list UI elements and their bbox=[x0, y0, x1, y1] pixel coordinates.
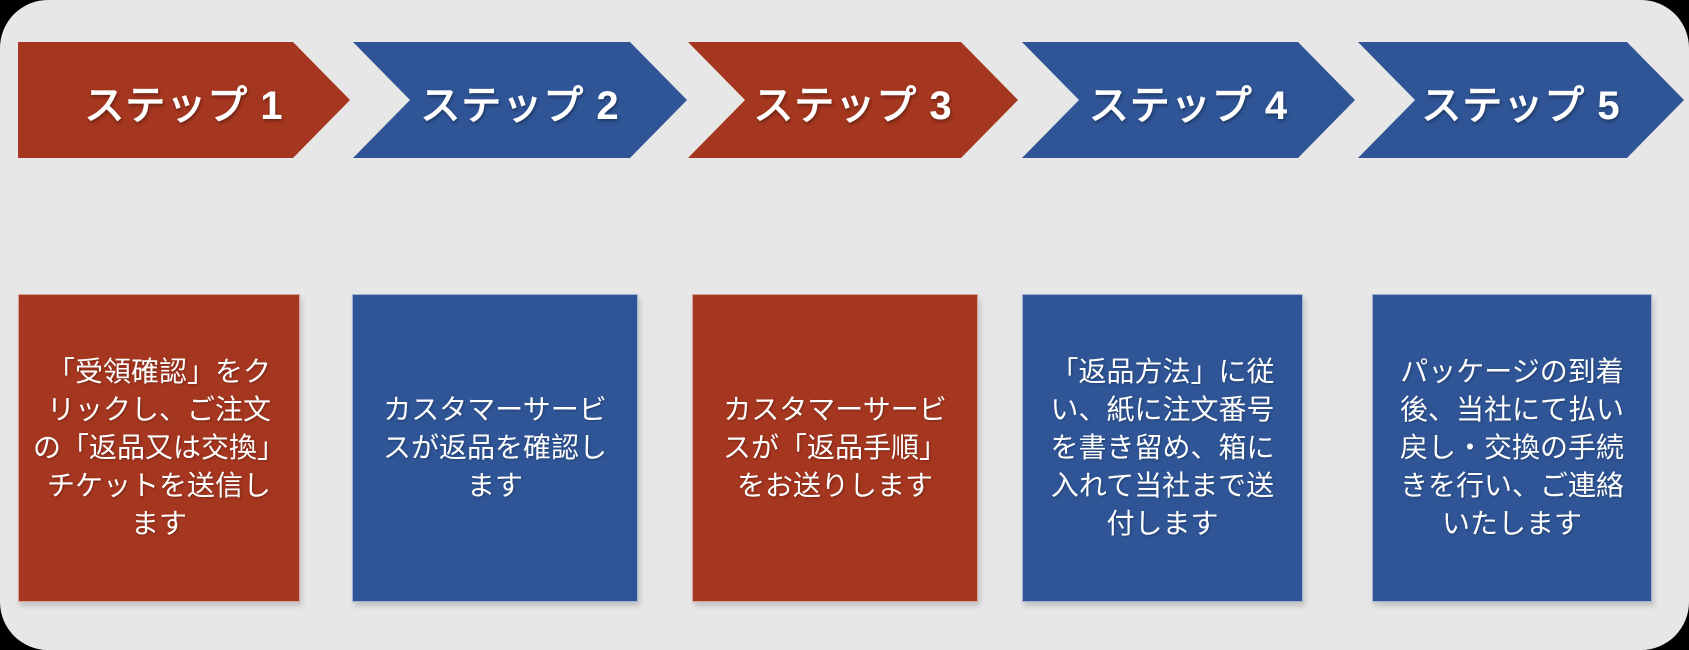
step-1-description: 「受領確認」をク リックし、ご注文 の「返品又は交換」 チケットを送信し ます bbox=[32, 356, 285, 539]
step-3-description: カスタマーサービ スが「返品手順」 をお送りします bbox=[722, 394, 947, 501]
step-4-arrow: ステップ 4 bbox=[1022, 42, 1355, 158]
step-4-label: ステップ 4 bbox=[1088, 84, 1289, 128]
step-5-label: ステップ 5 bbox=[1421, 84, 1621, 128]
step-1-description-box: 「受領確認」をク リックし、ご注文 の「返品又は交換」 チケットを送信し ます bbox=[18, 294, 300, 602]
step-4-description: 「返品方法」に従 い、紙に注文番号 を書き留め、箱に 入れて当社まで送 付します bbox=[1050, 356, 1275, 539]
step-2-label: ステップ 2 bbox=[420, 84, 620, 128]
step-2-arrow: ステップ 2 bbox=[353, 42, 687, 158]
step-5-arrow: ステップ 5 bbox=[1358, 42, 1684, 158]
step-2-description-box: カスタマーサービ スが返品を確認し ます bbox=[352, 294, 638, 602]
step-2-description: カスタマーサービ スが返品を確認し ます bbox=[382, 394, 607, 501]
step-5-description-box: パッケージの到着 後、当社にて払い 戻し・交換の手続 きを行い、ご連絡 いたしま… bbox=[1372, 294, 1652, 602]
step-5-description: パッケージの到着 後、当社にて払い 戻し・交換の手続 きを行い、ご連絡 いたしま… bbox=[1399, 356, 1624, 539]
step-1-label: ステップ 1 bbox=[84, 84, 284, 128]
step-3-arrow: ステップ 3 bbox=[688, 42, 1018, 158]
step-4-description-box: 「返品方法」に従 い、紙に注文番号 を書き留め、箱に 入れて当社まで送 付します bbox=[1022, 294, 1303, 602]
step-3-label: ステップ 3 bbox=[753, 84, 953, 128]
step-3-description-box: カスタマーサービ スが「返品手順」 をお送りします bbox=[692, 294, 978, 602]
step-1-arrow: ステップ 1 bbox=[18, 42, 350, 158]
